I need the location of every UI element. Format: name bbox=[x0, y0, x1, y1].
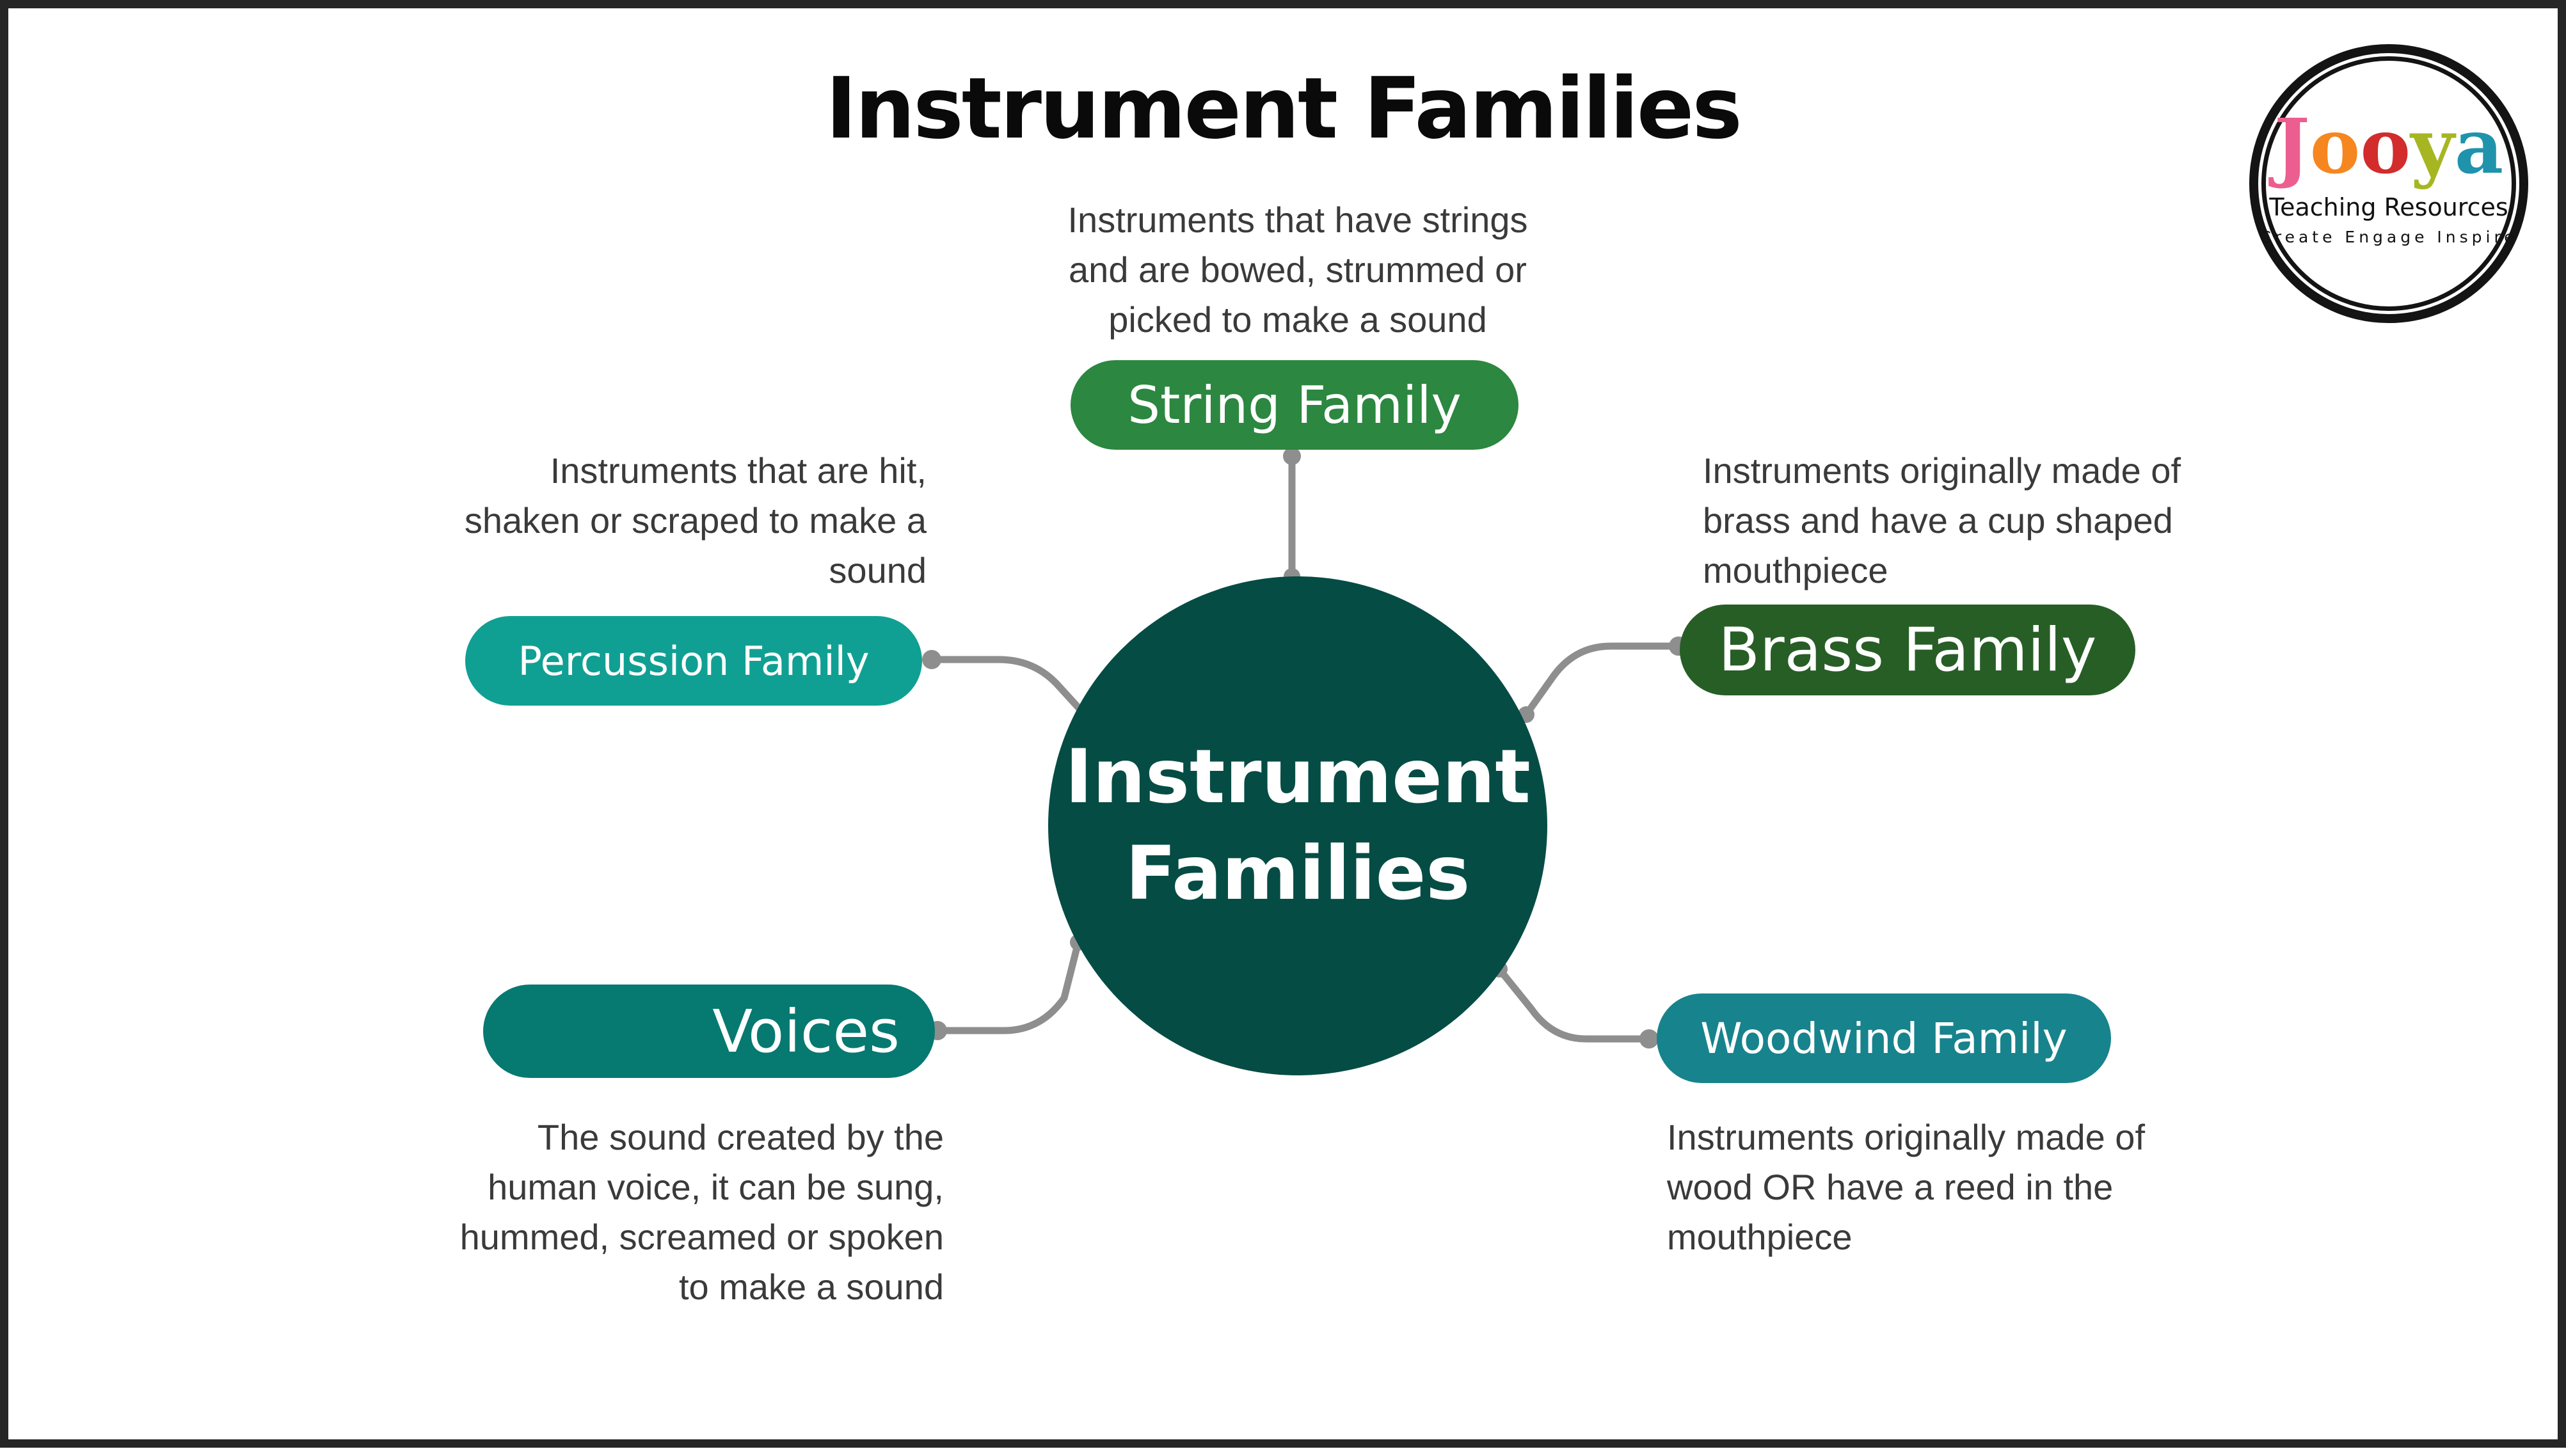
description-line: mouthpiece bbox=[1667, 1217, 1853, 1257]
percussion-family-label: Percussion Family bbox=[518, 637, 870, 684]
brand-logo-motto: Create Engage Inspire bbox=[2259, 227, 2518, 246]
center-node-instrument-families: Instrument Families bbox=[1048, 576, 1547, 1075]
brass-family-label: Brass Family bbox=[1718, 615, 2097, 685]
logo-letter: y bbox=[2411, 101, 2455, 191]
page-title: Instrument Families bbox=[825, 59, 1742, 158]
description-line: Instruments that have strings bbox=[1067, 200, 1528, 240]
description-line: Instruments originally made of bbox=[1703, 450, 2181, 491]
description-line: hummed, screamed or spoken bbox=[459, 1217, 944, 1257]
percussion-family-pill: Percussion Family bbox=[465, 616, 922, 706]
woodwind-family-label: Woodwind Family bbox=[1700, 1013, 2068, 1063]
description-line: The sound created by the bbox=[537, 1117, 944, 1157]
brand-logo-inner-ring: Jooya Teaching Resources Create Engage I… bbox=[2259, 56, 2518, 311]
voices-description: The sound created by the human voice, it… bbox=[354, 1112, 944, 1312]
description-line: human voice, it can be sung, bbox=[488, 1167, 944, 1207]
connector-dot bbox=[1283, 447, 1301, 465]
description-line: wood OR have a reed in the bbox=[1667, 1167, 2114, 1207]
brass-family-pill: Brass Family bbox=[1680, 605, 2135, 695]
brass-connector bbox=[1522, 642, 1682, 718]
brand-logo-wordmark: Jooya bbox=[2274, 108, 2503, 184]
description-line: Instruments that are hit, bbox=[550, 450, 927, 491]
logo-letter: a bbox=[2454, 101, 2504, 191]
description-line: brass and have a cup shaped bbox=[1703, 500, 2173, 541]
description-line: Instruments originally made of bbox=[1667, 1117, 2146, 1157]
brand-logo: Jooya Teaching Resources Create Engage I… bbox=[2249, 44, 2528, 323]
description-line: to make a sound bbox=[678, 1267, 944, 1307]
description-line: and are bowed, strummed or bbox=[1069, 249, 1527, 290]
brand-logo-tagline: Teaching Resources bbox=[2269, 193, 2508, 221]
logo-letter: J bbox=[2274, 101, 2310, 191]
center-node-line1: Instrument bbox=[1065, 734, 1531, 821]
description-line: shaken or scraped to make a bbox=[464, 500, 927, 541]
logo-letter: o bbox=[2309, 101, 2361, 191]
connector-dot bbox=[922, 650, 941, 669]
woodwind-family-description: Instruments originally made of wood OR h… bbox=[1667, 1112, 2403, 1262]
description-line: sound bbox=[829, 550, 927, 590]
description-line: picked to make a sound bbox=[1108, 299, 1487, 340]
brass-family-description: Instruments originally made of brass and… bbox=[1703, 446, 2439, 596]
voices-connector bbox=[934, 938, 1082, 1034]
voices-label: Voices bbox=[712, 997, 900, 1066]
logo-letter: o bbox=[2360, 101, 2411, 191]
percussion-connector bbox=[928, 656, 1090, 720]
percussion-family-description: Instruments that are hit, shaken or scra… bbox=[367, 446, 927, 596]
woodwind-connector bbox=[1495, 965, 1653, 1043]
connector-dot bbox=[1639, 1029, 1659, 1048]
string-family-description: Instruments that have strings and are bo… bbox=[911, 195, 1685, 345]
description-line: mouthpiece bbox=[1703, 550, 1888, 590]
string-family-pill: String Family bbox=[1071, 360, 1518, 450]
center-node-line2: Families bbox=[1125, 830, 1470, 917]
woodwind-family-pill: Woodwind Family bbox=[1657, 993, 2111, 1083]
string-family-label: String Family bbox=[1128, 375, 1462, 435]
voices-pill: Voices bbox=[483, 985, 935, 1078]
